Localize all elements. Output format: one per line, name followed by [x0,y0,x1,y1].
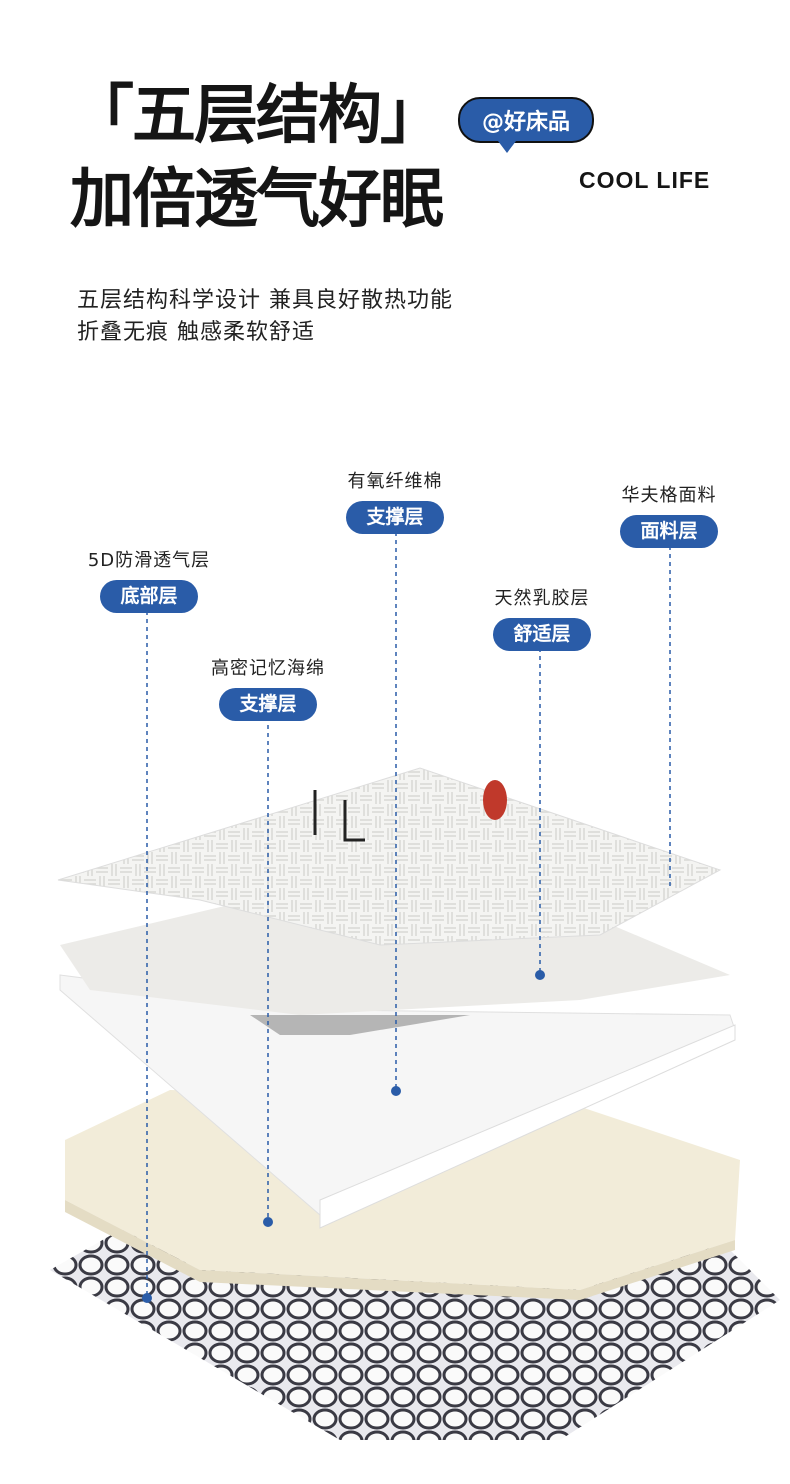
layer-caption: 高密记忆海绵 [211,658,325,679]
waffle-fabric-layer [57,767,722,946]
layer-caption: 天然乳胶层 [494,588,590,609]
layer-label-bottom: 5D防滑透气层 底部层 [69,546,229,613]
layer-tag: 舒适层 [493,618,591,651]
latex-shadow [250,1015,470,1035]
marker-dot [391,1086,401,1096]
headline-line2: 加倍透气好眠 [70,163,444,237]
layer-tag: 底部层 [100,580,198,613]
leader-lines [146,532,671,1298]
marker-dot [263,1217,273,1227]
layer-label-top: 华夫格面料 面料层 [589,481,749,548]
layer-tag: 支撑层 [219,688,317,721]
layer-label-comfort: 天然乳胶层 舒适层 [462,584,622,651]
fiber-cotton-edge [319,1024,736,1229]
layer-caption: 5D防滑透气层 [87,550,211,571]
layer-tag: 面料层 [620,515,718,548]
headline-line1: 「五层结构」 [70,79,444,153]
layer-label-fiber: 有氧纤维棉 支撑层 [315,467,475,534]
marker-dot [535,970,545,980]
marker-dot [142,1293,152,1303]
fabric-print [313,790,365,842]
subtitle-line2: 折叠无痕 触感柔软舒适 [77,320,315,345]
layer-caption: 华夫格面料 [621,485,717,506]
fabric-seal [483,780,507,820]
layer-label-foam: 高密记忆海绵 支撑层 [188,654,348,721]
subtitle-line1: 五层结构科学设计 兼具良好散热功能 [77,288,453,313]
tagline: COOL LIFE [579,167,711,193]
memory-foam-edge [65,1200,735,1300]
layer-tag: 支撑层 [346,501,444,534]
layer-caption: 有氧纤维棉 [347,471,443,492]
brand-badge: @好床品 [458,97,594,153]
